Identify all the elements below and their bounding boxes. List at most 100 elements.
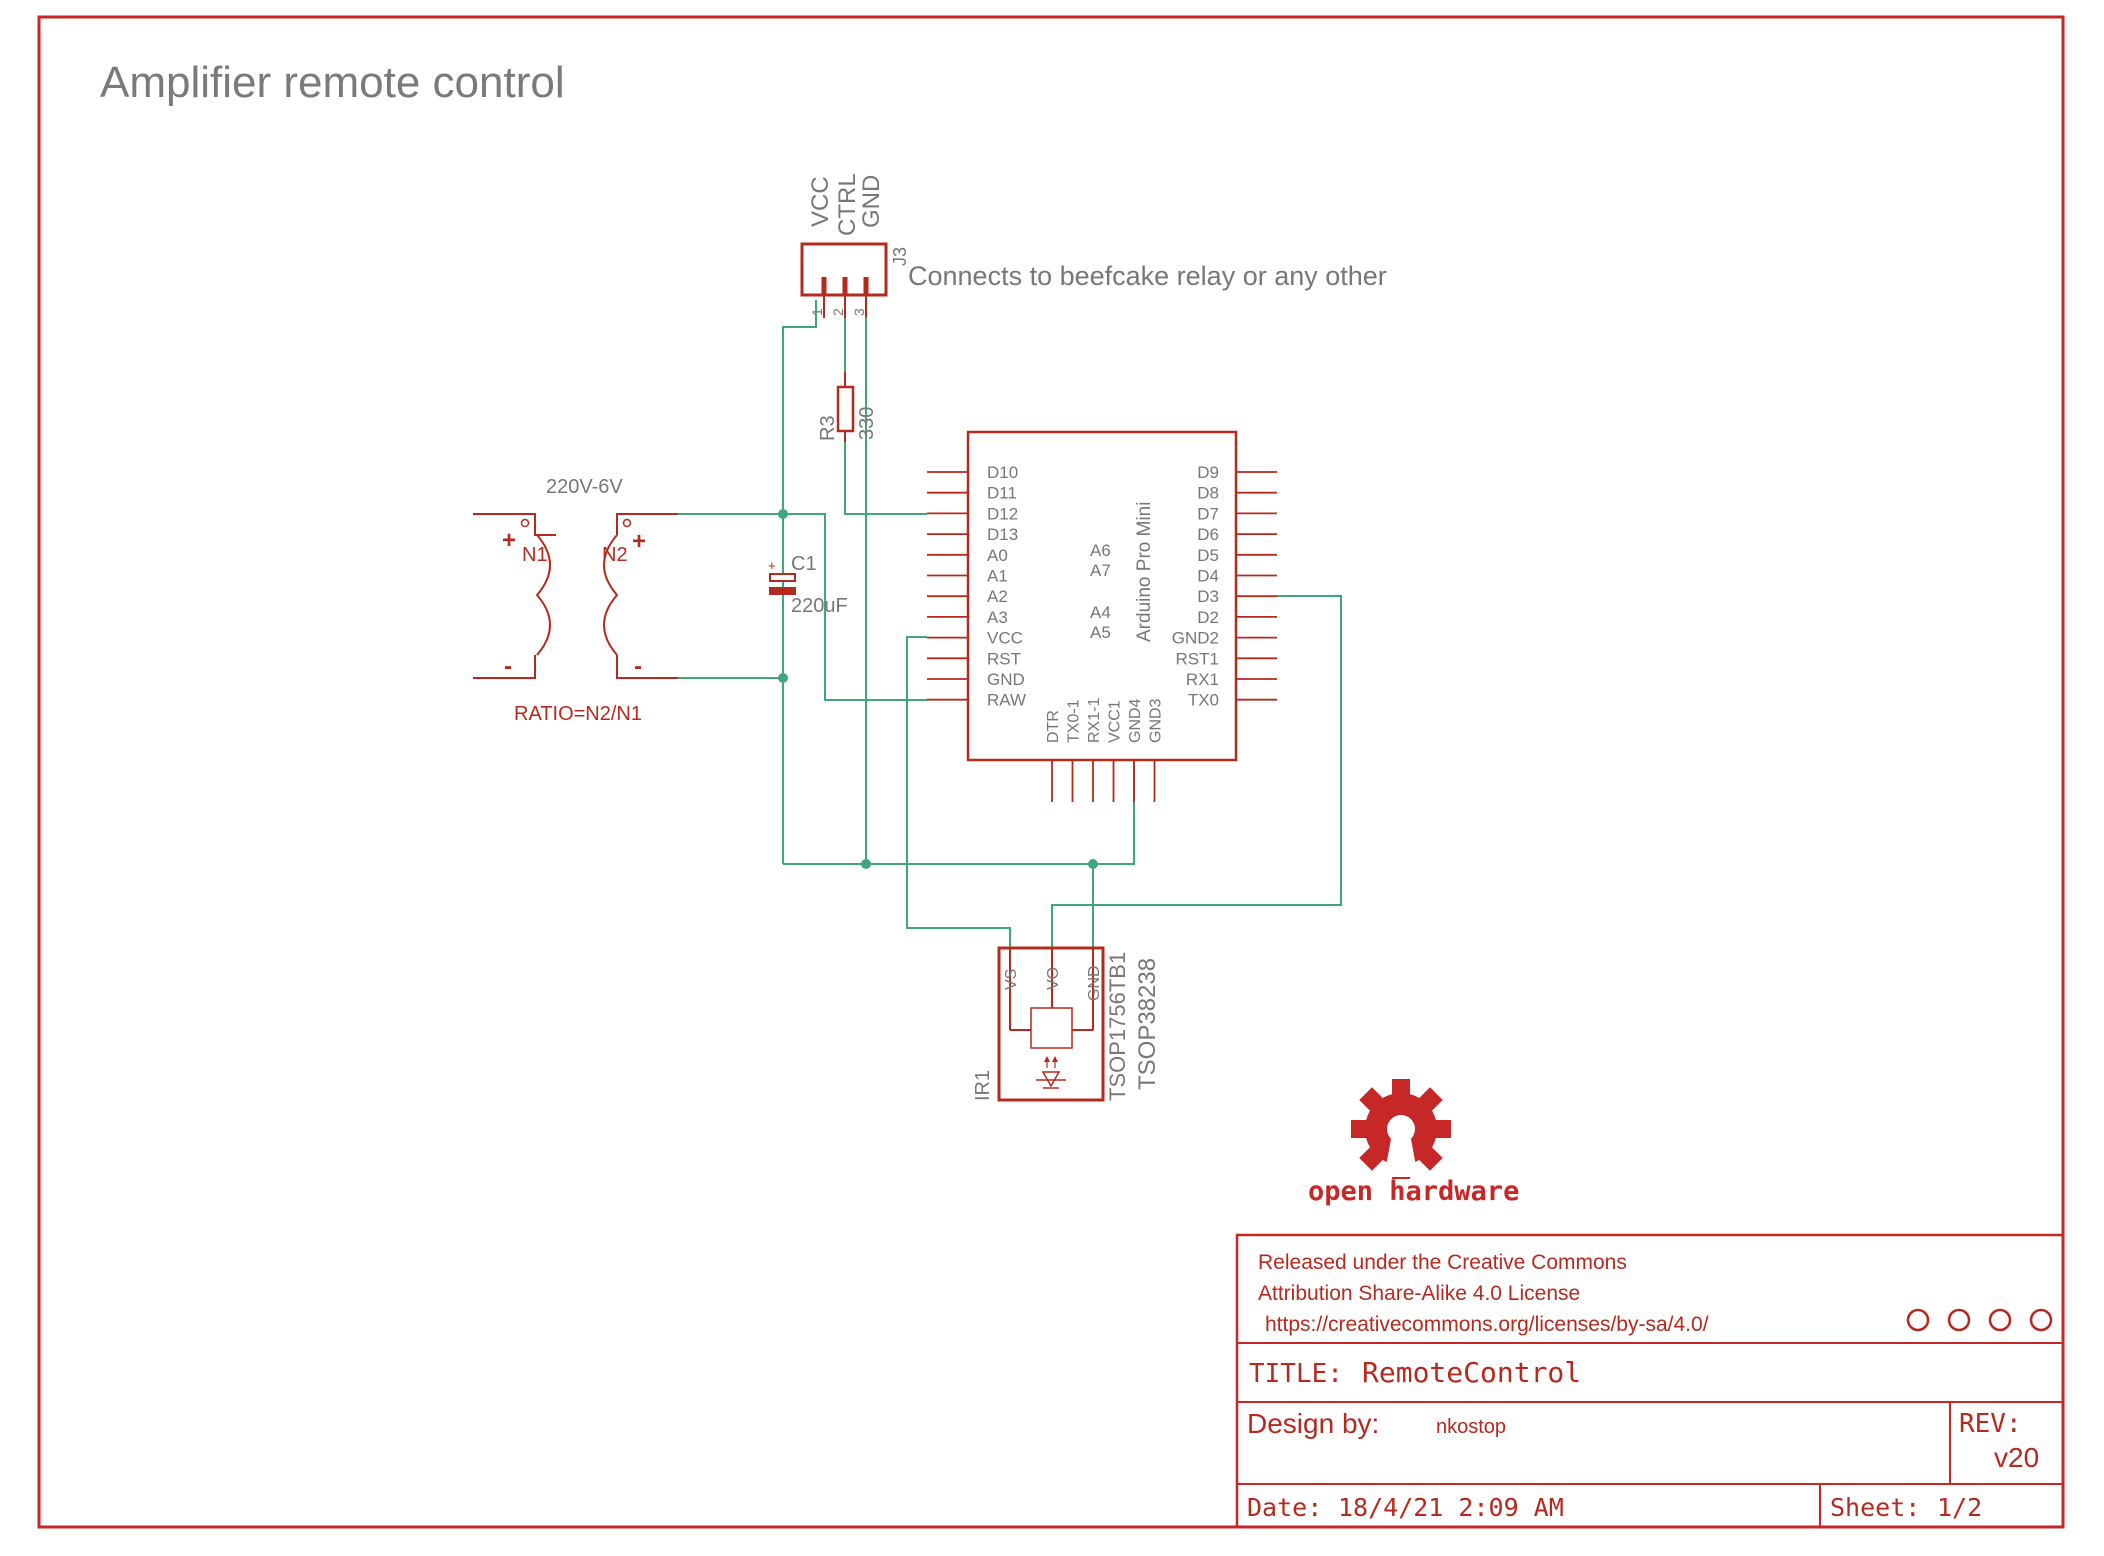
transformer-ratio: RATIO=N2/N1 — [514, 703, 642, 725]
arduino-name: Arduino Pro Mini — [1134, 502, 1155, 642]
pin-label-ir-gnd: GND — [1086, 965, 1103, 1001]
license-line-1: Released under the Creative Commons — [1258, 1251, 1627, 1274]
rev-value: v20 — [1994, 1442, 2039, 1473]
capacitor-polarity: + — [768, 558, 776, 573]
junctions — [778, 509, 1098, 869]
ir-part: TSOP1756TB1 — [1105, 952, 1130, 1101]
ir-value: TSOP38238 — [1134, 958, 1161, 1090]
gear-icon — [1351, 1079, 1451, 1179]
capacitor-plate-positive — [769, 573, 796, 582]
resistor-ref: R3 — [817, 415, 839, 441]
drill-hole-icons — [1906, 1308, 2053, 1332]
title-label: TITLE: — [1249, 1359, 1343, 1389]
title-value: RemoteControl — [1362, 1356, 1581, 1389]
circle-icon — [2029, 1308, 2053, 1332]
rev-label: REV: — [1959, 1409, 2022, 1439]
sheet-label: Sheet: — [1830, 1493, 1920, 1522]
pin-number-2: 2 — [830, 308, 846, 316]
secondary-plus: + — [632, 528, 646, 555]
arduino-pin-label: D2 — [1197, 608, 1219, 627]
arduino-pin-label: A1 — [987, 567, 1008, 586]
arduino-pin-label: GND2 — [1172, 629, 1219, 648]
arduino-pin-label: GND — [987, 670, 1025, 689]
license-url[interactable]: https://creativecommons.org/licenses/by-… — [1265, 1313, 1709, 1336]
title-block: Released under the Creative Commons Attr… — [1235, 1233, 2065, 1529]
primary-plus: + — [502, 527, 516, 554]
junction-dot — [778, 509, 788, 519]
primary-label: N1 — [522, 544, 548, 566]
open-hardware-logo: open hardware — [1308, 1079, 1519, 1207]
schematic-title: Amplifier remote control — [100, 58, 565, 107]
resistor-r3[interactable]: R3 330 — [817, 372, 878, 442]
connector-j3[interactable]: VCC CTRL GND J3 1 2 3 — [800, 173, 910, 318]
arduino-pin-label: D7 — [1197, 504, 1219, 523]
arduino-pin-label: D8 — [1197, 484, 1219, 503]
arduino-pin-label: A0 — [987, 546, 1008, 565]
pin-label-a5: A5 — [1090, 623, 1111, 642]
connector-note: Connects to beefcake relay or any other — [908, 261, 1387, 291]
ir-ref: IR1 — [972, 1070, 994, 1101]
secondary-label: N2 — [602, 544, 628, 566]
gear-tooth — [1433, 1120, 1451, 1138]
pin-number-3: 3 — [851, 308, 867, 316]
pin-label-vs: VS — [1003, 969, 1020, 990]
wires — [678, 300, 1342, 948]
arduino-pin-label: DTR — [1045, 710, 1062, 743]
ir-receiver[interactable]: VS VO GND IR1 TSOP1756TB1 TSOP38238 — [972, 946, 1161, 1102]
pin-label-ctrl: CTRL — [834, 173, 861, 236]
arduino-pin-label: GND4 — [1127, 698, 1144, 743]
title-block-frame — [1235, 1233, 2065, 1529]
resistor-value: 330 — [856, 407, 878, 440]
arduino-pin-label: A3 — [987, 608, 1008, 627]
gear-tooth — [1351, 1120, 1369, 1138]
arduino-pin-label: D5 — [1197, 546, 1219, 565]
junction-dot — [1088, 859, 1098, 869]
capacitor-value: 220uF — [791, 595, 848, 617]
pin-label-a6: A6 — [1090, 541, 1111, 560]
date-value: 18/4/21 2:09 AM — [1338, 1493, 1564, 1522]
arduino-pin-label: D3 — [1197, 587, 1219, 606]
pin-label-a4: A4 — [1090, 603, 1111, 622]
circle-icon — [1988, 1308, 2012, 1332]
capacitor-plate-negative — [769, 587, 796, 595]
license-line-2: Attribution Share-Alike 4.0 License — [1258, 1282, 1580, 1305]
logo-text: open hardware — [1308, 1176, 1519, 1207]
pin-label-gnd: GND — [858, 175, 885, 228]
sheet-value: 1/2 — [1937, 1493, 1982, 1522]
arduino-pin-label: D12 — [987, 504, 1018, 523]
junction-dot — [861, 859, 871, 869]
primary-minus: - — [504, 653, 512, 680]
transformer-name: 220V-6V — [546, 476, 623, 498]
transformer[interactable]: 220V-6V + - N1 + - N2 RATIO=N2/N1 — [473, 476, 678, 725]
sheet-frame — [37, 15, 2065, 1529]
arduino-pin-label: D13 — [987, 525, 1018, 544]
arduino-pin-label: TX0-1 — [1066, 699, 1083, 743]
arduino-pin-label: D10 — [987, 463, 1018, 482]
photodiode-icon — [1036, 1056, 1066, 1089]
arduino-pin-label: D9 — [1197, 463, 1219, 482]
gear-tooth — [1392, 1079, 1410, 1097]
arduino-pin-label: VCC1 — [1107, 700, 1124, 743]
arduino-pin-label: A2 — [987, 587, 1008, 606]
capacitor-c1[interactable]: + C1 220uF — [768, 553, 848, 617]
pin-label-a7: A7 — [1090, 561, 1111, 580]
arduino-pin-label: RX1-1 — [1086, 698, 1103, 743]
circle-icon — [1906, 1308, 1930, 1332]
arduino-pin-label: GND3 — [1148, 698, 1165, 743]
arduino-pin-label: D6 — [1197, 525, 1219, 544]
pin-label-vcc: VCC — [807, 176, 834, 227]
capacitor-ref: C1 — [791, 553, 817, 575]
pin-label-vo: VO — [1045, 967, 1062, 990]
arduino-pin-label: D11 — [987, 484, 1017, 503]
arduino-pin-label: TX0 — [1188, 691, 1219, 710]
pin-number-1: 1 — [809, 308, 825, 316]
arduino-pin-label: RST1 — [1176, 649, 1219, 668]
design-value: nkostop — [1436, 1416, 1506, 1438]
design-label: Design by: — [1247, 1408, 1379, 1439]
circle-icon — [1947, 1308, 1971, 1332]
